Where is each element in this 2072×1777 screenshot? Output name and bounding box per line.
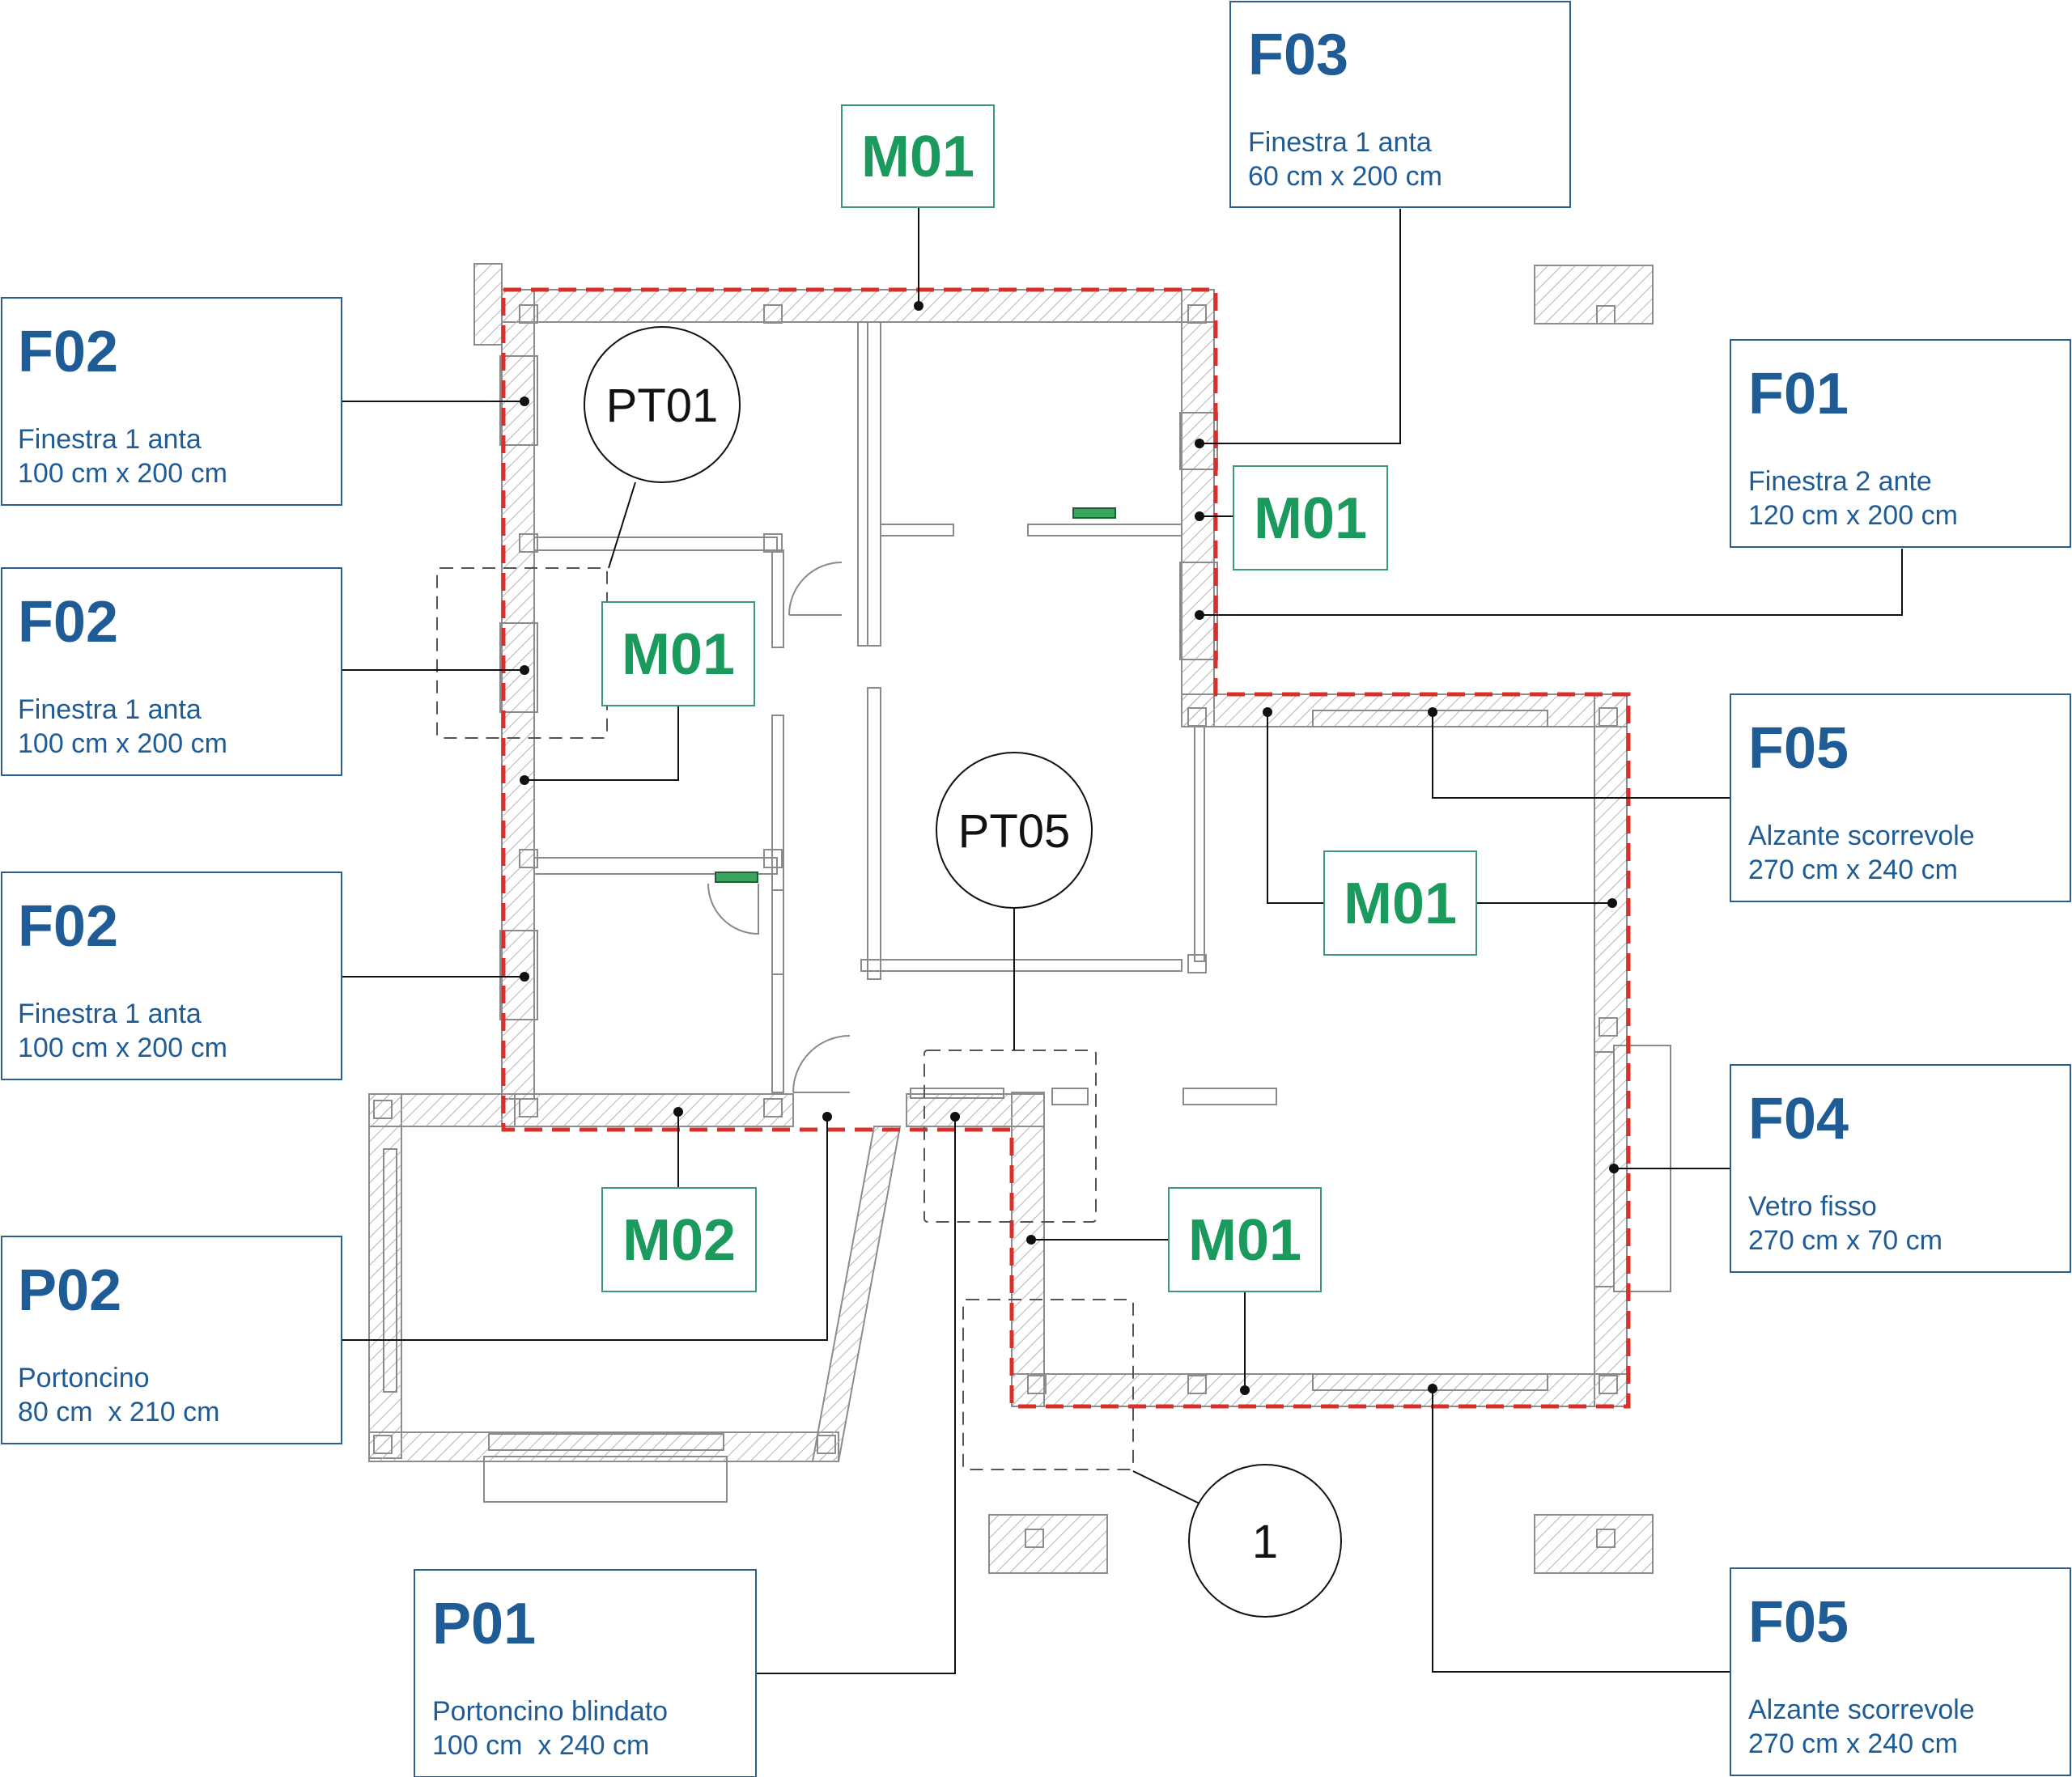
opening-type: Vetro fisso: [1748, 1191, 1877, 1222]
opening-type: Finestra 1 anta: [1248, 127, 1432, 158]
wall-code: M02: [622, 1208, 736, 1273]
opening-code: F02: [18, 894, 118, 959]
opening-code: P01: [432, 1592, 536, 1656]
opening-size: 270 cm x 70 cm: [1748, 1225, 1942, 1256]
opening-type: Finestra 2 ante: [1748, 466, 1932, 497]
room-tags: PT01 PT05 1: [584, 326, 1342, 1618]
opening-size: 270 cm x 240 cm: [1748, 1728, 1958, 1759]
wall-type-tags: M01 M01 M01 M01 M02 M01: [601, 104, 1477, 1292]
opening-type: Finestra 1 anta: [18, 999, 202, 1029]
opening-tag-f01: F01 Finestra 2 ante 120 cm x 200 cm: [1730, 339, 2071, 548]
wall-tag-m01-bottom: M01: [1168, 1187, 1322, 1292]
opening-tag-f02-top: F02 Finestra 1 anta 100 cm x 200 cm: [1, 297, 342, 506]
opening-size: 100 cm x 240 cm: [432, 1730, 649, 1761]
opening-code: P02: [18, 1258, 121, 1323]
wall-code: M01: [1344, 872, 1457, 936]
leader-lines: [342, 207, 1903, 1674]
opening-code: F04: [1748, 1087, 1849, 1151]
detail-label-1: 1: [1252, 1516, 1278, 1568]
opening-tag-f05-bottom: F05 Alzante scorrevole 270 cm x 240 cm: [1730, 1567, 2071, 1776]
wall-tag-m01-left: M01: [601, 601, 755, 706]
opening-tag-f03: F03 Finestra 1 anta 60 cm x 200 cm: [1229, 1, 1571, 208]
opening-code: F02: [18, 320, 118, 384]
wall-tag-m01-right: M01: [1233, 465, 1388, 570]
opening-size: 270 cm x 240 cm: [1748, 855, 1958, 885]
opening-size: 120 cm x 200 cm: [1748, 500, 1958, 531]
opening-tag-f02-middle: F02 Finestra 1 anta 100 cm x 200 cm: [1, 567, 342, 776]
opening-code: F05: [1748, 1590, 1849, 1655]
opening-type: Finestra 1 anta: [18, 694, 202, 725]
structural-columns: [373, 304, 1618, 1548]
room-label-pt05: PT05: [958, 805, 1071, 858]
opening-size: 100 cm x 200 cm: [18, 458, 227, 489]
opening-size: 60 cm x 200 cm: [1248, 161, 1442, 192]
wall-tag-m01-mid: M01: [1323, 850, 1477, 956]
opening-tag-f05-top: F05 Alzante scorrevole 270 cm x 240 cm: [1730, 693, 2071, 902]
opening-tag-f04: F04 Vetro fisso 270 cm x 70 cm: [1730, 1064, 2071, 1273]
thermal-envelope-outline: [501, 287, 1631, 1409]
detail-boxes: [436, 567, 1134, 1470]
wall-code: M01: [1254, 486, 1367, 551]
wall-tag-m01-top: M01: [841, 104, 995, 208]
opening-type: Portoncino: [18, 1363, 150, 1393]
building-walls: [368, 263, 1654, 1574]
opening-code: F01: [1748, 362, 1849, 426]
opening-size: 100 cm x 200 cm: [18, 728, 227, 759]
room-label-pt01: PT01: [606, 380, 719, 432]
wall-tag-m02: M02: [601, 1187, 757, 1292]
opening-tag-p02: P02 Portoncino 80 cm x 210 cm: [1, 1236, 342, 1444]
opening-tag-p01: P01 Portoncino blindato 100 cm x 240 cm: [414, 1569, 757, 1777]
leader-dots: [520, 301, 1619, 1395]
wall-code: M01: [1188, 1208, 1301, 1273]
opening-size: 80 cm x 210 cm: [18, 1397, 219, 1427]
opening-type: Alzante scorrevole: [1748, 1694, 1975, 1725]
fixture-markers: [715, 507, 1116, 883]
opening-code: F03: [1248, 23, 1348, 87]
opening-type: Alzante scorrevole: [1748, 821, 1975, 851]
opening-size: 100 cm x 200 cm: [18, 1033, 227, 1063]
opening-tag-f02-bottom: F02 Finestra 1 anta 100 cm x 200 cm: [1, 872, 342, 1080]
wall-code: M01: [622, 622, 735, 687]
opening-type: Portoncino blindato: [432, 1696, 668, 1727]
opening-code: F02: [18, 590, 118, 655]
opening-code: F05: [1748, 716, 1849, 781]
opening-type: Finestra 1 anta: [18, 424, 202, 455]
wall-code: M01: [861, 125, 974, 189]
